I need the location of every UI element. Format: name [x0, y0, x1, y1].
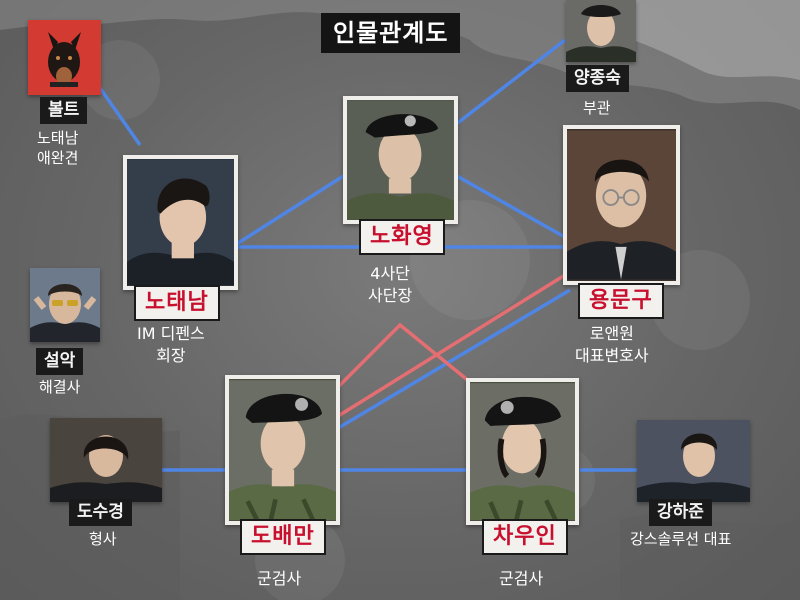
male-officer-beret-icon	[229, 380, 336, 521]
bolt-photo	[28, 20, 101, 95]
nohwayoung-photo	[343, 96, 458, 224]
woman-portrait-icon	[50, 418, 162, 502]
notaenam-photo	[123, 155, 238, 290]
yongmungu-photo	[563, 125, 680, 285]
man-sunglasses-icon	[30, 268, 100, 342]
female-officer-beret-icon	[470, 383, 575, 521]
yangjongsuk-desc: 부관	[583, 99, 611, 117]
notaenam-name: 노태남	[134, 285, 220, 321]
yangjongsuk-name: 양종숙	[566, 65, 629, 92]
chauin-name: 차우인	[482, 519, 568, 555]
relation-nohwayoung-yongmungu	[454, 173, 571, 242]
kanghajun-photo	[637, 420, 750, 502]
dobaeman-name: 도배만	[240, 519, 326, 555]
female-general-beret-icon	[347, 100, 454, 220]
dobaeman-desc: 군검사	[257, 569, 302, 588]
relation-nohwayoung-yangjongsuk	[453, 38, 567, 127]
female-soldier-cap-icon	[566, 0, 636, 62]
seolak-photo	[30, 268, 100, 342]
relation-dobaeman-chauin-red	[333, 322, 472, 392]
relation-yongmungu-dobaeman-red	[334, 273, 566, 420]
yongmungu-name: 용문구	[578, 283, 664, 319]
diagram-title: 인물관계도	[321, 13, 461, 53]
nohwayoung-desc: 4사단 사단장	[368, 264, 413, 305]
man-glasses-suit-icon	[567, 130, 676, 280]
yongmungu-desc: 로앤원 대표변호사	[575, 324, 649, 365]
relation-notaenam-nohwayoung	[234, 173, 346, 247]
bolt-desc: 노태남 애완견	[37, 129, 79, 167]
dosugyeong-photo	[50, 418, 162, 502]
relation-bolt-notaenam	[98, 86, 142, 147]
doberman-dog-icon	[28, 20, 101, 95]
dobaeman-photo	[225, 375, 340, 525]
nohwayoung-name: 노화영	[359, 219, 445, 255]
man-portrait-icon	[127, 159, 234, 286]
seolak-desc: 해결사	[39, 378, 81, 396]
bolt-name: 볼트	[40, 97, 88, 124]
chauin-photo	[466, 378, 579, 525]
seolak-name: 설악	[36, 348, 84, 375]
kanghajun-desc: 강스솔루션 대표	[630, 530, 732, 548]
yangjongsuk-photo	[566, 0, 636, 62]
dosugyeong-desc: 형사	[89, 530, 117, 548]
man-suit-icon	[637, 420, 750, 502]
kanghajun-name: 강하준	[649, 499, 712, 526]
notaenam-desc: IM 디펜스 회장	[137, 324, 205, 365]
relation-yongmungu-dobaeman-blue	[334, 288, 571, 432]
chauin-desc: 군검사	[499, 569, 544, 588]
dosugyeong-name: 도수경	[69, 499, 132, 526]
